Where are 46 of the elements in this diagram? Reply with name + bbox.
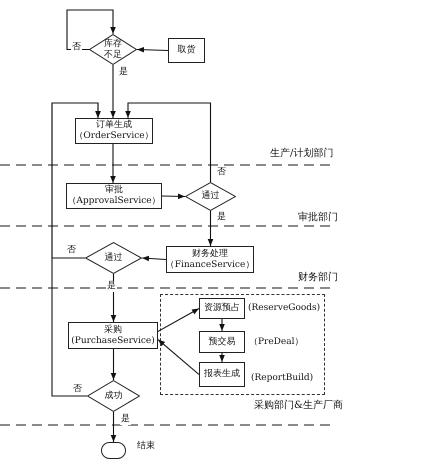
process-box: 取货 bbox=[168, 38, 205, 63]
edge-label: 否 bbox=[216, 167, 227, 178]
process-box: 财务处理（FinanceService） bbox=[166, 246, 254, 273]
arrow bbox=[208, 211, 214, 246]
arrow bbox=[110, 65, 116, 118]
terminal-shape bbox=[101, 442, 126, 459]
arrow bbox=[110, 274, 116, 322]
lane-label: 生产/计划部门 bbox=[270, 148, 334, 159]
edge-label: 是 bbox=[216, 212, 227, 223]
service-label: (ReserveGoods) bbox=[248, 303, 320, 314]
arrow bbox=[110, 412, 116, 442]
process-box: 资源预占 bbox=[199, 298, 245, 319]
edge-label: 是 bbox=[106, 281, 117, 292]
arrow bbox=[219, 319, 225, 331]
arrow bbox=[110, 349, 116, 380]
arrow bbox=[158, 339, 200, 375]
arrow bbox=[125, 102, 212, 182]
service-label: (ReportBuild) bbox=[251, 373, 314, 384]
process-box: 预交易 bbox=[199, 331, 245, 353]
edge-label: 是 bbox=[118, 67, 129, 78]
group-frame bbox=[160, 294, 325, 395]
edge-label: 否 bbox=[66, 245, 77, 256]
lane-label: 采购部门&生产厂商 bbox=[254, 400, 343, 411]
arrow bbox=[51, 102, 101, 397]
lane-label: 财务部门 bbox=[298, 272, 338, 283]
edge-label: 是 bbox=[120, 414, 131, 425]
decision-diamond: 通过 bbox=[185, 182, 236, 211]
service-label: 结束 bbox=[137, 441, 155, 452]
process-box: 报表生成 bbox=[199, 362, 245, 387]
service-label: （PreDeal） bbox=[249, 337, 304, 348]
process-box: 审批（ApprovalService） bbox=[66, 183, 162, 209]
edge-label: 否 bbox=[71, 42, 82, 53]
process-box: 订单生成（OrderService） bbox=[75, 118, 153, 144]
decision-diamond: 库存不足 bbox=[89, 34, 137, 65]
arrow bbox=[219, 353, 225, 362]
arrow bbox=[66, 9, 116, 50]
edge-label: 否 bbox=[72, 384, 83, 395]
arrow bbox=[162, 194, 186, 200]
arrow bbox=[136, 46, 168, 53]
arrow bbox=[142, 256, 166, 262]
arrow bbox=[110, 144, 116, 183]
decision-diamond: 成功 bbox=[87, 380, 140, 412]
arrow bbox=[158, 308, 200, 332]
process-box: 采购 (PurchaseService) bbox=[68, 322, 158, 349]
lane-label: 审批部门 bbox=[298, 212, 338, 223]
decision-diamond: 通过 bbox=[85, 242, 142, 274]
